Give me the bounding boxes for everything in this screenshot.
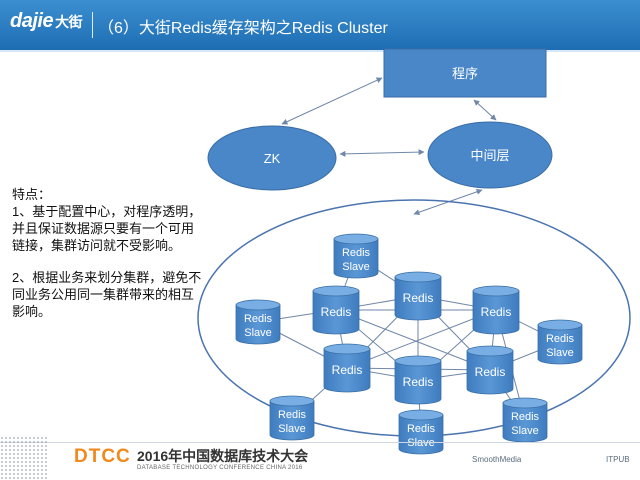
cylinder-body bbox=[333, 238, 379, 279]
redis-master-node: Redis bbox=[466, 345, 514, 395]
redis-master-node: Redis bbox=[472, 285, 520, 335]
header-underline bbox=[0, 50, 640, 52]
slave-label-line2: Slave bbox=[511, 425, 539, 437]
slave-label-line1: Redis bbox=[407, 423, 436, 435]
notes-point-2: 2、根据业务来划分集群，避免不同业务公用同一集群带来的相互影响。 bbox=[12, 270, 202, 319]
cylinder-cap bbox=[269, 395, 315, 407]
redis-master-node: Redis bbox=[394, 355, 442, 405]
redis-label: Redis bbox=[403, 291, 434, 305]
redis-label: Redis bbox=[321, 305, 352, 319]
redis-master-node: Redis bbox=[312, 285, 360, 335]
cylinder-body bbox=[472, 290, 520, 335]
redis-label: Redis bbox=[332, 363, 363, 377]
program-label: 程序 bbox=[452, 66, 478, 81]
slave-label-line2: Slave bbox=[342, 261, 370, 273]
slave-label-line1: Redis bbox=[546, 333, 575, 345]
cylinder-body bbox=[312, 290, 360, 335]
sponsor-logo-2: ITPUB bbox=[606, 455, 630, 464]
cylinder-cap bbox=[398, 409, 444, 421]
slave-label-line1: Redis bbox=[342, 247, 371, 259]
program-box bbox=[383, 48, 547, 98]
redis-label: Redis bbox=[475, 365, 506, 379]
middleware-label: 中间层 bbox=[470, 148, 509, 163]
footer-dot-pattern bbox=[0, 436, 48, 480]
feature-notes: 特点： 1、基于配置中心，对程序透明，并且保证数据源只要有一个可用链接，集群访问… bbox=[12, 186, 202, 320]
cylinder-cap bbox=[333, 233, 379, 245]
cylinder-cap bbox=[537, 319, 583, 331]
footer-divider bbox=[0, 442, 640, 443]
cylinder-cap bbox=[502, 397, 548, 409]
cylinder-body bbox=[394, 360, 442, 405]
slave-label-line1: Redis bbox=[278, 409, 307, 421]
cylinder-body bbox=[537, 324, 583, 365]
cylinder-body bbox=[398, 414, 444, 455]
redis-label: Redis bbox=[403, 375, 434, 389]
middleware-node bbox=[427, 121, 553, 189]
logo-cn-text: 大街 bbox=[55, 14, 83, 30]
slave-label-line2: Slave bbox=[546, 347, 574, 359]
zk-label: ZK bbox=[264, 151, 281, 166]
zk-node bbox=[207, 125, 337, 191]
cylinder-body bbox=[394, 276, 442, 321]
redis-master-node: Redis bbox=[394, 271, 442, 321]
logo-text: dajie bbox=[10, 10, 54, 32]
cylinder-body bbox=[466, 350, 514, 395]
slave-label-line1: Redis bbox=[511, 411, 540, 423]
redis-label: Redis bbox=[481, 305, 512, 319]
top-nodes: 程序 ZK 中间层 bbox=[207, 48, 553, 191]
cylinder-cap bbox=[235, 299, 281, 311]
cylinder-cap bbox=[312, 285, 360, 297]
title-separator bbox=[92, 12, 93, 38]
redis-master-node: Redis bbox=[323, 343, 371, 393]
conference-subtitle: DATABASE TECHNOLOGY CONFERENCE CHINA 201… bbox=[137, 465, 303, 471]
sponsor-logo-1: SmoothMedia bbox=[472, 455, 522, 464]
slave-label-line2: Slave bbox=[244, 327, 272, 339]
cylinder-cap bbox=[394, 355, 442, 367]
notes-point-1: 1、基于配置中心，对程序透明，并且保证数据源只要有一个可用链接，集群访问就不受影… bbox=[12, 204, 202, 253]
slave-label-line2: Slave bbox=[278, 423, 306, 435]
cylinder-cap bbox=[466, 345, 514, 357]
conference-title: 2016年中国数据库技术大会 bbox=[137, 448, 309, 464]
cylinder-body bbox=[502, 402, 548, 443]
arrow-zk-program bbox=[281, 77, 383, 125]
cylinder-body bbox=[235, 304, 281, 345]
slide-title: （6）大街Redis缓存架构之Redis Cluster bbox=[98, 20, 388, 37]
cylinder-cap bbox=[472, 285, 520, 297]
notes-heading: 特点： bbox=[12, 187, 52, 202]
dtcc-logo: DTCC bbox=[74, 446, 131, 467]
cylinder-body bbox=[269, 400, 315, 441]
arrow-middleware-program bbox=[473, 99, 497, 121]
cylinder-cap bbox=[323, 343, 371, 355]
slave-label-line2: Slave bbox=[407, 437, 435, 449]
cylinder-body bbox=[323, 348, 371, 393]
slave-label-line1: Redis bbox=[244, 313, 273, 325]
cylinder-cap bbox=[394, 271, 442, 283]
arrow-zk-middleware bbox=[339, 149, 425, 157]
